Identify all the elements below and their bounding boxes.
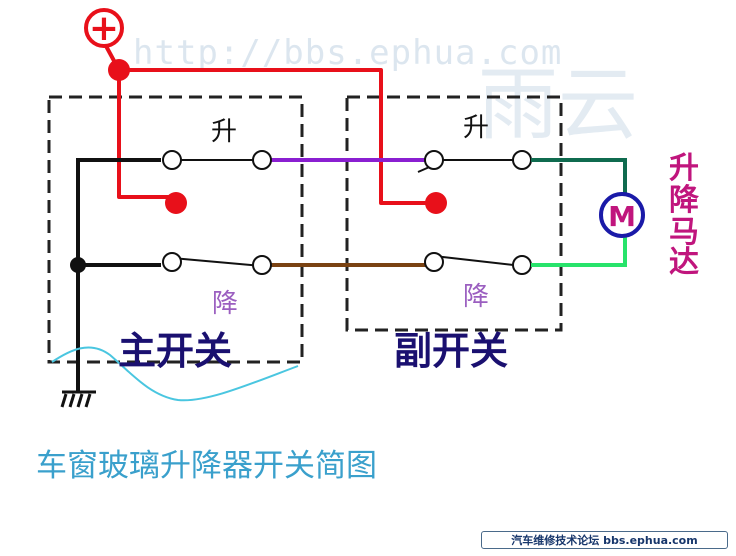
main-down-switch bbox=[162, 252, 272, 275]
positive-wire bbox=[104, 45, 431, 205]
aux-up-fixed-contact bbox=[425, 192, 447, 214]
main-switch-housing bbox=[47, 95, 304, 364]
motor-wire-top bbox=[531, 158, 627, 196]
ground-junction bbox=[70, 257, 86, 273]
positive-symbol: + bbox=[89, 8, 119, 49]
motor-label-char-4: 达 bbox=[669, 245, 699, 280]
aux-up-switch bbox=[417, 150, 532, 173]
positive-terminal bbox=[84, 8, 124, 48]
main-switch-label: 主开关 bbox=[118, 329, 232, 373]
main-up-switch bbox=[162, 150, 272, 170]
motor-icon bbox=[599, 192, 645, 238]
ground-wire bbox=[76, 158, 161, 392]
ground-symbol bbox=[60, 390, 96, 408]
main-down-label: 降 bbox=[212, 289, 238, 319]
main-up-label: 升 bbox=[211, 117, 237, 147]
main-up-fixed-contact bbox=[165, 192, 187, 214]
diagram-caption: 车窗玻璃升降器开关简图 bbox=[36, 448, 377, 484]
motor-label-char-2: 降 bbox=[669, 183, 700, 218]
aux-down-switch bbox=[424, 252, 532, 275]
motor-wire-bottom bbox=[531, 236, 627, 267]
ground-trace bbox=[51, 346, 299, 402]
motor-label-char-3: 马 bbox=[669, 215, 699, 250]
motor-symbol: M bbox=[608, 200, 636, 233]
aux-down-label: 降 bbox=[463, 282, 489, 312]
aux-up-label: 升 bbox=[463, 113, 489, 143]
aux-switch-housing bbox=[345, 95, 563, 332]
footer-credit: 汽车维修技术论坛 bbs.ephua.com bbox=[481, 531, 728, 549]
watermark-logo: 雨云 bbox=[478, 58, 638, 151]
motor-label-char-1: 升 bbox=[669, 151, 699, 186]
watermark-url: http://bbs.ephua.com bbox=[133, 33, 562, 73]
positive-junction bbox=[108, 59, 130, 81]
aux-switch-label: 副开关 bbox=[394, 329, 508, 373]
